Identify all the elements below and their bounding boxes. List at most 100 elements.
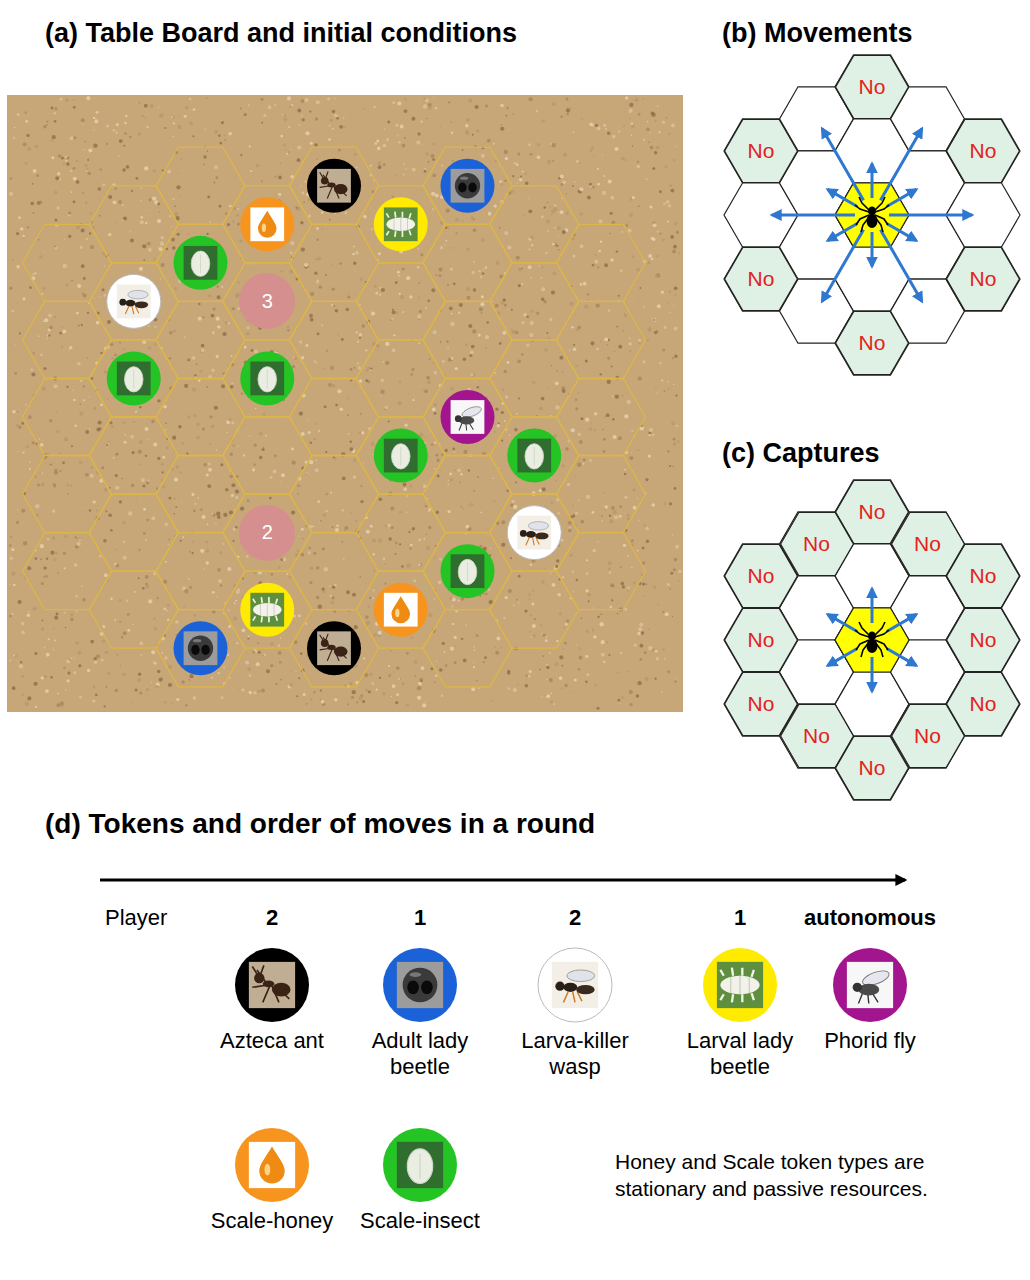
cork-texture: [198, 379, 201, 382]
cork-texture: [434, 412, 437, 415]
cork-texture: [223, 513, 227, 517]
cork-texture: [397, 271, 400, 274]
cork-texture: [600, 240, 602, 242]
cork-texture: [466, 118, 470, 122]
cork-texture: [348, 433, 350, 435]
cork-texture: [561, 687, 563, 689]
cork-texture: [271, 573, 274, 576]
cork-texture: [326, 493, 328, 495]
cork-texture: [480, 511, 482, 513]
cork-texture: [19, 664, 23, 668]
cork-texture: [646, 128, 649, 131]
cork-texture: [222, 332, 226, 336]
cork-texture: [139, 440, 143, 444]
cork-texture: [593, 345, 594, 346]
cork-texture: [573, 692, 574, 693]
cork-texture: [123, 541, 125, 543]
cork-texture: [455, 232, 457, 234]
cork-texture: [283, 114, 286, 117]
cork-texture: [673, 305, 675, 307]
cork-texture: [136, 177, 139, 180]
cork-texture: [594, 684, 597, 687]
cork-texture: [68, 211, 71, 214]
cork-texture: [376, 344, 380, 348]
cork-texture: [476, 680, 478, 682]
cork-texture: [442, 360, 445, 363]
cork-texture: [550, 415, 551, 416]
cork-texture: [379, 677, 381, 679]
cork-texture: [21, 694, 23, 696]
cork-texture: [206, 97, 208, 99]
cork-texture: [166, 610, 168, 612]
cork-texture: [629, 112, 630, 113]
cork-texture: [88, 474, 90, 476]
cork-texture: [247, 667, 251, 671]
cork-texture: [350, 368, 352, 370]
cork-texture: [429, 358, 431, 360]
cork-texture: [573, 347, 577, 351]
cork-texture: [263, 114, 266, 117]
cork-texture: [85, 507, 86, 508]
cork-texture: [567, 483, 571, 487]
cork-texture: [90, 377, 93, 380]
cork-texture: [517, 153, 520, 156]
cork-texture: [141, 187, 143, 189]
cork-texture: [547, 230, 549, 232]
cork-texture: [418, 563, 421, 566]
cork-texture: [656, 273, 660, 277]
cork-texture: [172, 198, 174, 200]
cork-texture: [485, 105, 488, 108]
cork-texture: [361, 485, 363, 487]
cork-texture: [235, 496, 238, 499]
cork-texture: [449, 473, 452, 476]
cork-texture: [667, 302, 669, 304]
cork-texture: [76, 160, 79, 163]
cork-texture: [541, 696, 542, 697]
cork-texture: [661, 691, 663, 693]
cork-texture: [111, 425, 114, 428]
cork-texture: [168, 665, 172, 669]
cork-texture: [302, 191, 305, 194]
cork-texture: [639, 644, 643, 648]
cork-texture: [661, 291, 664, 294]
cork-texture: [550, 573, 551, 574]
cork-texture: [283, 423, 285, 425]
cork-texture: [423, 104, 427, 108]
cork-texture: [105, 510, 107, 512]
cork-texture: [478, 334, 481, 337]
cork-texture: [343, 117, 345, 119]
cork-texture: [82, 192, 84, 194]
cork-texture: [436, 274, 437, 275]
cork-texture: [109, 487, 111, 489]
cork-texture: [310, 698, 312, 700]
cork-texture: [421, 666, 425, 670]
cork-texture: [278, 651, 282, 655]
cork-texture: [363, 657, 365, 659]
cork-texture: [418, 282, 420, 284]
cork-texture: [71, 191, 73, 193]
cork-texture: [146, 519, 149, 522]
cork-texture: [637, 301, 639, 303]
cork-texture: [262, 448, 265, 451]
cork-texture: [332, 110, 335, 113]
cork-texture: [530, 563, 533, 566]
cork-texture: [659, 152, 660, 153]
cork-texture: [217, 325, 221, 329]
cork-texture: [283, 557, 287, 561]
cork-texture: [496, 423, 499, 426]
cork-texture: [579, 647, 581, 649]
cork-texture: [252, 468, 255, 471]
cork-texture: [67, 672, 70, 675]
cork-texture: [610, 258, 614, 262]
cork-texture: [406, 276, 410, 280]
cork-texture: [398, 275, 400, 277]
cork-texture: [39, 255, 42, 258]
cork-texture: [673, 245, 677, 249]
cork-texture: [395, 311, 398, 314]
cork-texture: [600, 613, 602, 615]
cork-texture: [23, 297, 26, 300]
cork-texture: [545, 639, 548, 642]
cork-texture: [297, 158, 301, 162]
cork-texture: [670, 189, 674, 193]
cork-texture: [253, 691, 256, 694]
